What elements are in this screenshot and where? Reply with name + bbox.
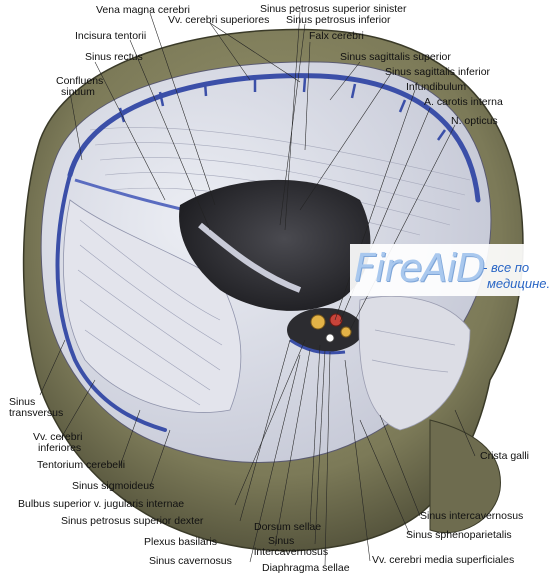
label-sinus-sagittalis-inferior: Sinus sagittalis inferior [385,66,491,78]
label-sinuum: sinuum [61,86,95,98]
dark-cavity [179,179,371,311]
label-n-opticus: N. opticus [451,115,498,127]
label-sinus-intercavernosus-bottom-2: intercavernosus [254,546,329,558]
anterior-fossa [358,295,471,431]
label-sinus-sigmoideus: Sinus sigmoideus [72,480,155,492]
sinus-transversus [55,173,167,432]
label-sinus-intercavernosus-right: Sinus intercavernosus [420,510,524,522]
label-sinus-intercavernosus-bottom-1: Sinus [268,535,295,547]
label-plexus-basilaris: Plexus basilaris [144,536,217,548]
label-confluens: Confluens [56,75,104,87]
label-sinus-petrosus-superior-sinister: Sinus petrosus superior sinister [260,3,407,15]
label-sinus-sphenoparietalis: Sinus sphenoparietalis [406,529,512,541]
facial-bone [429,419,501,534]
label-dorsum-sellae: Dorsum sellae [254,521,322,533]
label-sinus-petrosus-superior-dexter: Sinus petrosus superior dexter [61,515,204,527]
label-a-carotis-interna: A. carotis interna [424,96,503,108]
sinus-sagittalis-superior [67,73,481,203]
label-vv-cerebri-inferiores-2: inferiores [38,442,82,454]
label-tentorium-cerebelli: Tentorium cerebelli [37,459,126,471]
label-incisura-tentorii: Incisura tentorii [75,30,147,42]
label-sinus-transversus-1: Sinus [9,396,36,408]
label-infundibulum: Infundibulum [406,81,467,93]
label-vena-magna-cerebri: Vena magna cerebri [96,4,190,16]
incisura-tentorii [198,222,302,293]
label-sinus-petrosus-inferior: Sinus petrosus inferior [286,14,391,26]
label-vv-cerebri-media-superficiales: Vv. cerebri media superficiales [372,554,515,566]
sella-region [287,308,363,355]
label-diaphragma-sellae: Diaphragma sellae [262,562,350,574]
label-sinus-sagittalis-superior: Sinus sagittalis superior [340,51,451,63]
watermark-tagline-2: медицине. [487,276,550,291]
label-falx-cerebri: Falx cerebri [309,30,364,42]
label-sinus-rectus: Sinus rectus [85,51,143,63]
label-vv-cerebri-inferiores-1: Vv. cerebri [33,431,83,443]
label-bulbus-superior: Bulbus superior v. jugularis internae [18,498,185,510]
watermark-tagline-1: - все по [483,260,530,275]
tentorium-cerebelli [63,199,242,413]
watermark: FireAiD - все по медицине. [350,244,550,296]
leader-lines [39,11,476,567]
label-vv-cerebri-superiores: Vv. cerebri superiores [168,14,270,26]
watermark-logo: FireAiD [354,246,485,290]
label-sinus-transversus-2: transversus [9,407,64,419]
label-sinus-cavernosus: Sinus cavernosus [149,555,232,567]
label-crista-galli: Crista galli [480,450,530,462]
